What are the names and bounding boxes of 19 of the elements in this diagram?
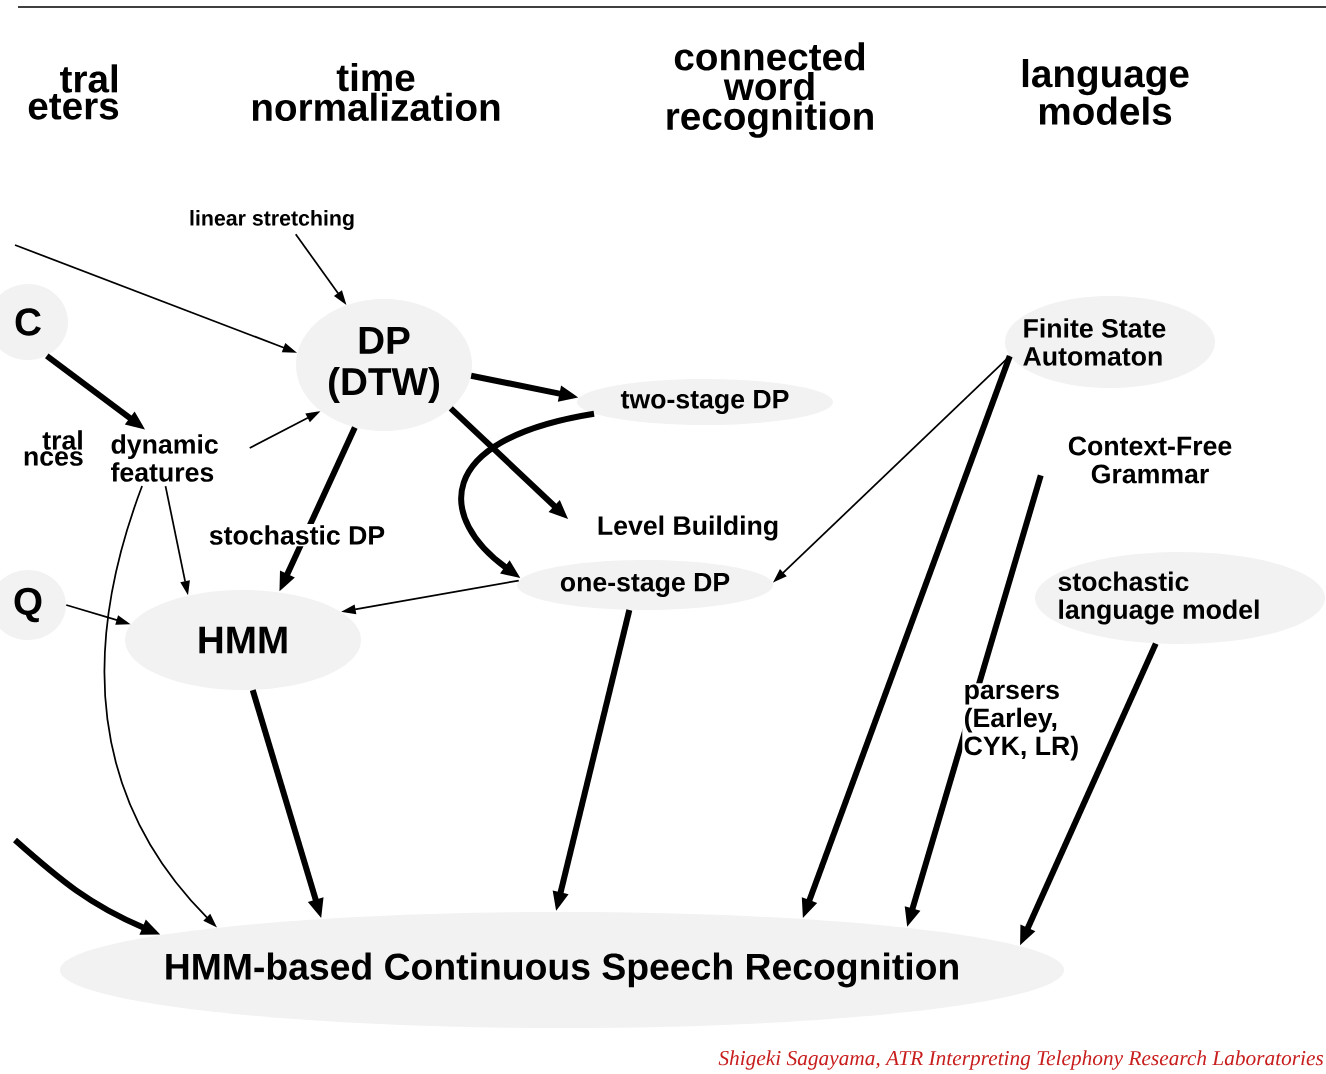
column-heading: language models [1022,59,1189,125]
edge-label: parsers (Earley, CYK, LR) [962,683,1083,762]
column-heading: time normalization [252,62,500,122]
edge-label: stochastic DP [207,523,387,547]
node-text: dynamic features [111,434,218,482]
oval-node: HMM [125,590,361,690]
oval-node: stochastic language model [1035,552,1325,644]
caption: Shigeki Sagayama, ATR Interpreting Telephony Research Laboratories [718,1050,1324,1070]
node-text: Context-Free Grammar [1068,436,1232,484]
oval-node: Finite State Automaton [1005,296,1215,388]
column-heading: tral eters [28,64,119,120]
oval-node: HMM-based Continuous Speech Recognition [60,912,1064,1028]
node-text: linear stretching [190,210,354,230]
oval-node: two-stage DP [577,379,833,425]
node-text: Level Building [598,515,778,541]
column-heading: connected word recognition [667,42,873,138]
oval-node: DP (DTW) [296,299,472,431]
column-heading: tral nces [24,430,83,466]
oval-node: one-stage DP [517,560,773,610]
